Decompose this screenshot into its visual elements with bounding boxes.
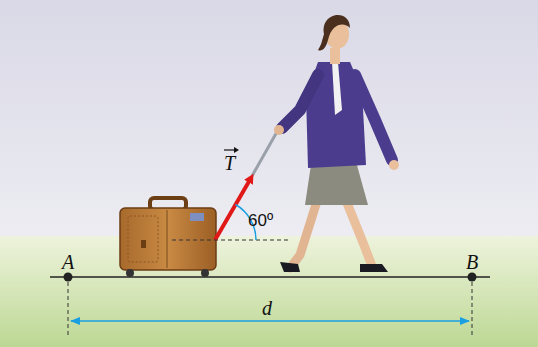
woman-figure	[274, 15, 399, 272]
distance-label: d	[262, 298, 272, 318]
point-label: A	[62, 252, 74, 272]
angle-label: 60º	[248, 212, 273, 229]
point-label: B	[466, 252, 478, 272]
force-label: T	[224, 153, 235, 173]
